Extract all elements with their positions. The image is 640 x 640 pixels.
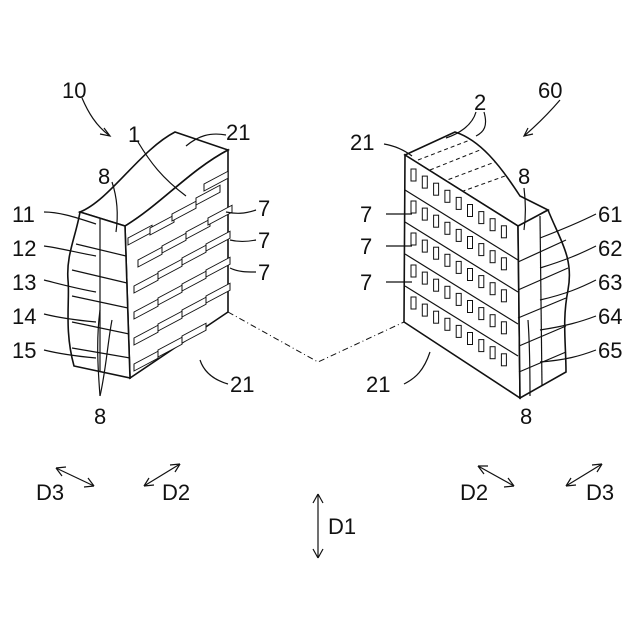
label-7-left-c: 7 — [258, 260, 270, 285]
label-15: 15 — [12, 338, 36, 363]
label-21-right-top: 21 — [350, 130, 374, 155]
socket-slot — [411, 297, 416, 309]
socket-slot — [490, 219, 495, 231]
label-21-left-top: 21 — [226, 120, 250, 145]
socket-slot — [468, 301, 473, 313]
mating-axis-line — [228, 312, 404, 362]
socket-slot — [490, 283, 495, 295]
socket-slot — [422, 240, 427, 252]
label-11: 11 — [12, 202, 35, 227]
socket-slot — [501, 226, 506, 238]
label-7-right-a: 7 — [360, 202, 372, 227]
socket-slot — [501, 322, 506, 334]
label-8-left-top: 8 — [98, 164, 110, 189]
socket-slot — [456, 229, 461, 241]
socket-slot — [468, 205, 473, 217]
label-64: 64 — [598, 304, 622, 329]
socket-slot — [445, 286, 450, 298]
socket-slot — [445, 190, 450, 202]
socket-slot — [501, 258, 506, 270]
direction-arrows — [56, 464, 602, 558]
label-d3-right: D3 — [586, 480, 614, 505]
label-d2-right: D2 — [460, 480, 488, 505]
socket-slot — [434, 311, 439, 323]
label-61: 61 — [598, 202, 622, 227]
label-1: 1 — [128, 122, 140, 147]
socket-slot — [501, 290, 506, 302]
label-12: 12 — [12, 236, 36, 261]
label-d2-left: D2 — [162, 480, 190, 505]
socket-slot — [456, 293, 461, 305]
socket-slot — [434, 247, 439, 259]
label-2: 2 — [474, 90, 486, 115]
socket-slot — [445, 254, 450, 266]
label-21-left-bottom: 21 — [230, 372, 254, 397]
label-65: 65 — [598, 338, 622, 363]
label-14: 14 — [12, 304, 36, 329]
socket-slot — [456, 325, 461, 337]
socket-slot — [490, 251, 495, 263]
socket-slot — [456, 197, 461, 209]
label-7-left-a: 7 — [258, 196, 270, 221]
socket-slot — [422, 304, 427, 316]
socket-slot — [479, 212, 484, 224]
label-60: 60 — [538, 78, 562, 103]
socket-slot — [490, 347, 495, 359]
socket-slot — [456, 261, 461, 273]
label-8-right-top: 8 — [518, 164, 530, 189]
socket-slot — [468, 237, 473, 249]
socket-slot — [434, 215, 439, 227]
right-side-face — [518, 210, 569, 398]
socket-slot — [434, 183, 439, 195]
label-8-right-bottom: 8 — [520, 404, 532, 429]
label-7-left-b: 7 — [258, 228, 270, 253]
socket-slot — [411, 233, 416, 245]
right-connector-60 — [404, 132, 569, 398]
socket-slot — [501, 354, 506, 366]
socket-slot — [411, 169, 416, 181]
socket-slot — [411, 201, 416, 213]
socket-slot — [479, 308, 484, 320]
label-62: 62 — [598, 236, 622, 261]
socket-slot — [445, 318, 450, 330]
d1-arrow — [313, 494, 323, 558]
label-21-right-bottom: 21 — [366, 372, 390, 397]
socket-slot — [479, 340, 484, 352]
label-63: 63 — [598, 270, 622, 295]
label-7-right-c: 7 — [360, 270, 372, 295]
label-7-right-b: 7 — [360, 234, 372, 259]
socket-slot — [468, 269, 473, 281]
socket-slot — [479, 244, 484, 256]
socket-slot — [490, 315, 495, 327]
socket-slot — [422, 272, 427, 284]
label-d1: D1 — [328, 514, 356, 539]
label-8-left-bottom: 8 — [94, 404, 106, 429]
socket-slot — [445, 222, 450, 234]
label-d3-left: D3 — [36, 480, 64, 505]
socket-slot — [434, 279, 439, 291]
label-10: 10 — [62, 78, 86, 103]
socket-slot — [411, 265, 416, 277]
socket-slot — [468, 333, 473, 345]
socket-slot — [422, 176, 427, 188]
label-13: 13 — [12, 270, 36, 295]
socket-slot — [479, 276, 484, 288]
socket-slot — [422, 208, 427, 220]
